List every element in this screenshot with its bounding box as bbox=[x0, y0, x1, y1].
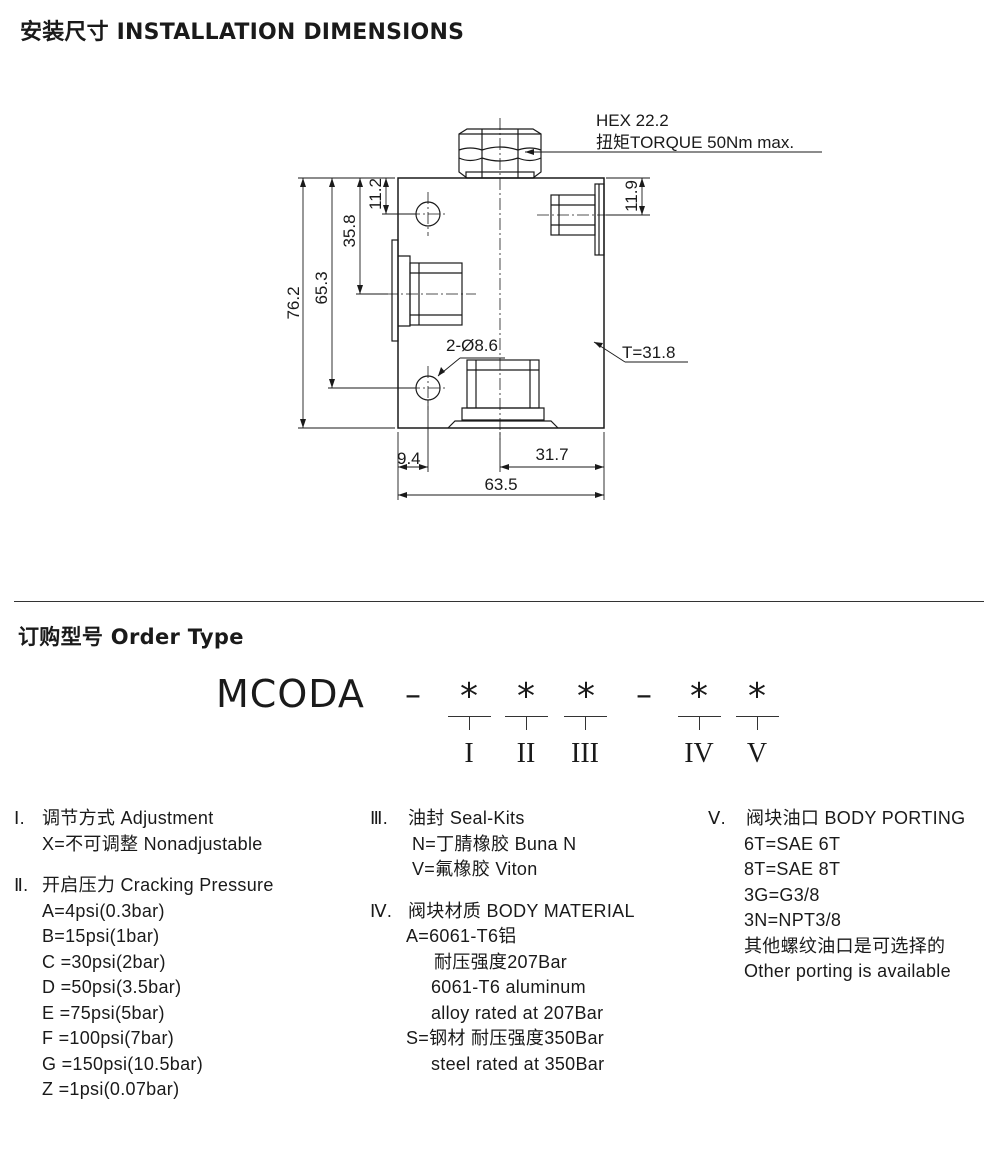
position-label-3: III bbox=[571, 738, 599, 769]
separator-dash: – bbox=[405, 675, 421, 713]
legend-column-2: Ⅲ. 油封 Seal-Kits N=丁腈橡胶 Buna N V=氟橡胶 Viton… bbox=[370, 806, 635, 1077]
dim-11-2: 11.2 bbox=[366, 178, 385, 210]
legend-column-1: Ⅰ. 调节方式 Adjustment X=不可调整 Nonadjustable Ⅱ… bbox=[14, 806, 274, 1103]
dim-76-2: 76.2 bbox=[284, 286, 303, 319]
code-slot-2-symbol: * bbox=[517, 676, 535, 717]
hex-label: HEX 22.2 bbox=[596, 111, 669, 130]
legend-item: F =100psi(7bar) bbox=[42, 1028, 175, 1048]
legend-item: S=钢材 耐压强度350Bar bbox=[406, 1028, 605, 1048]
section-divider bbox=[14, 601, 984, 602]
legend-item: C =30psi(2bar) bbox=[42, 951, 166, 972]
dim-63-5: 63.5 bbox=[484, 475, 517, 494]
legend-item: A=6061-T6铝 bbox=[406, 926, 517, 946]
dim-65-3: 65.3 bbox=[312, 271, 331, 304]
installation-title: 安装尺寸 INSTALLATION DIMENSIONS bbox=[20, 20, 465, 45]
code-slot-5-tick bbox=[757, 716, 758, 730]
code-slot-3-tick bbox=[585, 716, 586, 730]
legend-title: 阀块材质 BODY MATERIAL bbox=[408, 900, 635, 921]
legend-number: Ⅳ. bbox=[370, 900, 393, 921]
legend-number: Ⅱ. bbox=[14, 875, 29, 895]
legend-heading-material: Ⅳ. 阀块材质 BODY MATERIAL bbox=[370, 899, 635, 925]
legend-heading-seal: Ⅲ. 油封 Seal-Kits bbox=[370, 806, 635, 832]
legend-item: B=15psi(1bar) bbox=[42, 926, 160, 946]
dim-31-7: 31.7 bbox=[535, 445, 568, 464]
left-side-port bbox=[391, 239, 463, 342]
legend-item: steel rated at 350Bar bbox=[431, 1053, 605, 1074]
legend-item: 6T=SAE 6T bbox=[744, 833, 841, 854]
legend-item: 3G=G3/8 bbox=[744, 884, 820, 905]
legend-item: E =75psi(5bar) bbox=[42, 1002, 165, 1023]
separator-dash: – bbox=[636, 675, 652, 713]
legend-title: 油封 Seal-Kits bbox=[408, 808, 525, 828]
holes-label: 2-Ø8.6 bbox=[446, 336, 498, 355]
position-label-2: II bbox=[516, 738, 536, 769]
legend-item: N=丁腈橡胶 Buna N bbox=[412, 833, 577, 854]
legend-item: 8T=SAE 8T bbox=[744, 859, 841, 879]
legend-title: 阀块油口 BODY PORTING bbox=[746, 808, 966, 828]
legend-item: V=氟橡胶 Viton bbox=[412, 859, 538, 879]
order-type-title: 订购型号 Order Type bbox=[18, 625, 244, 649]
bottom-port bbox=[447, 359, 559, 429]
position-label-1: I bbox=[464, 738, 474, 769]
legend-item: 耐压强度207Bar bbox=[434, 951, 568, 972]
code-slot-3-symbol: * bbox=[577, 676, 595, 717]
legend-number: Ⅴ. bbox=[708, 808, 726, 828]
position-label-5: V bbox=[746, 738, 768, 769]
legend-item: X=不可调整 Nonadjustable bbox=[42, 833, 263, 854]
position-label-4: IV bbox=[684, 738, 714, 769]
code-slot-5-symbol: * bbox=[748, 676, 766, 717]
legend-heading-cracking: Ⅱ. 开启压力 Cracking Pressure bbox=[14, 873, 274, 899]
legend-title: 开启压力 Cracking Pressure bbox=[42, 875, 274, 895]
top-right-port bbox=[550, 183, 605, 256]
legend-heading-porting: Ⅴ. 阀块油口 BODY PORTING bbox=[708, 806, 965, 832]
legend-item: 其他螺纹油口是可选择的 bbox=[744, 935, 946, 956]
legend-item: 3N=NPT3/8 bbox=[744, 910, 842, 930]
valve-body bbox=[397, 177, 605, 429]
legend-number: Ⅰ. bbox=[14, 808, 25, 828]
legend-item: Other porting is available bbox=[744, 961, 951, 981]
legend-item: D =50psi(3.5bar) bbox=[42, 977, 182, 997]
code-slot-4-tick bbox=[699, 716, 700, 730]
dim-9-4: 9.4 bbox=[397, 449, 421, 468]
thickness-label: T=31.8 bbox=[622, 343, 675, 362]
legend-number: Ⅲ. bbox=[370, 808, 389, 828]
dim-11-9: 11.9 bbox=[622, 180, 641, 212]
legend-heading-adjustment: Ⅰ. 调节方式 Adjustment bbox=[14, 806, 274, 832]
legend-item: G =150psi(10.5bar) bbox=[42, 1053, 203, 1074]
legend-item: A=4psi(0.3bar) bbox=[42, 900, 165, 921]
code-slot-2-tick bbox=[526, 716, 527, 730]
code-slot-4-symbol: * bbox=[690, 676, 708, 717]
legend-column-3: Ⅴ.阀块油口 BODY PORTING 6T=SAE 6T 8T=SAE 8T … bbox=[708, 806, 965, 985]
dim-35-8: 35.8 bbox=[340, 214, 359, 247]
model-prefix: MCODA bbox=[216, 672, 365, 716]
installation-drawing: HEX 22.2 扭矩TORQUE 50Nm max. 76.2 65.3 35… bbox=[284, 111, 822, 500]
legend-item: Z =1psi(0.07bar) bbox=[42, 1079, 180, 1099]
legend-item: alloy rated at 207Bar bbox=[431, 1002, 604, 1023]
code-slot-1-symbol: * bbox=[460, 676, 478, 717]
torque-label: 扭矩TORQUE 50Nm max. bbox=[596, 133, 794, 152]
code-slot-1-tick bbox=[469, 716, 470, 730]
legend-title: 调节方式 Adjustment bbox=[42, 808, 214, 828]
legend-item: 6061-T6 aluminum bbox=[431, 977, 586, 997]
